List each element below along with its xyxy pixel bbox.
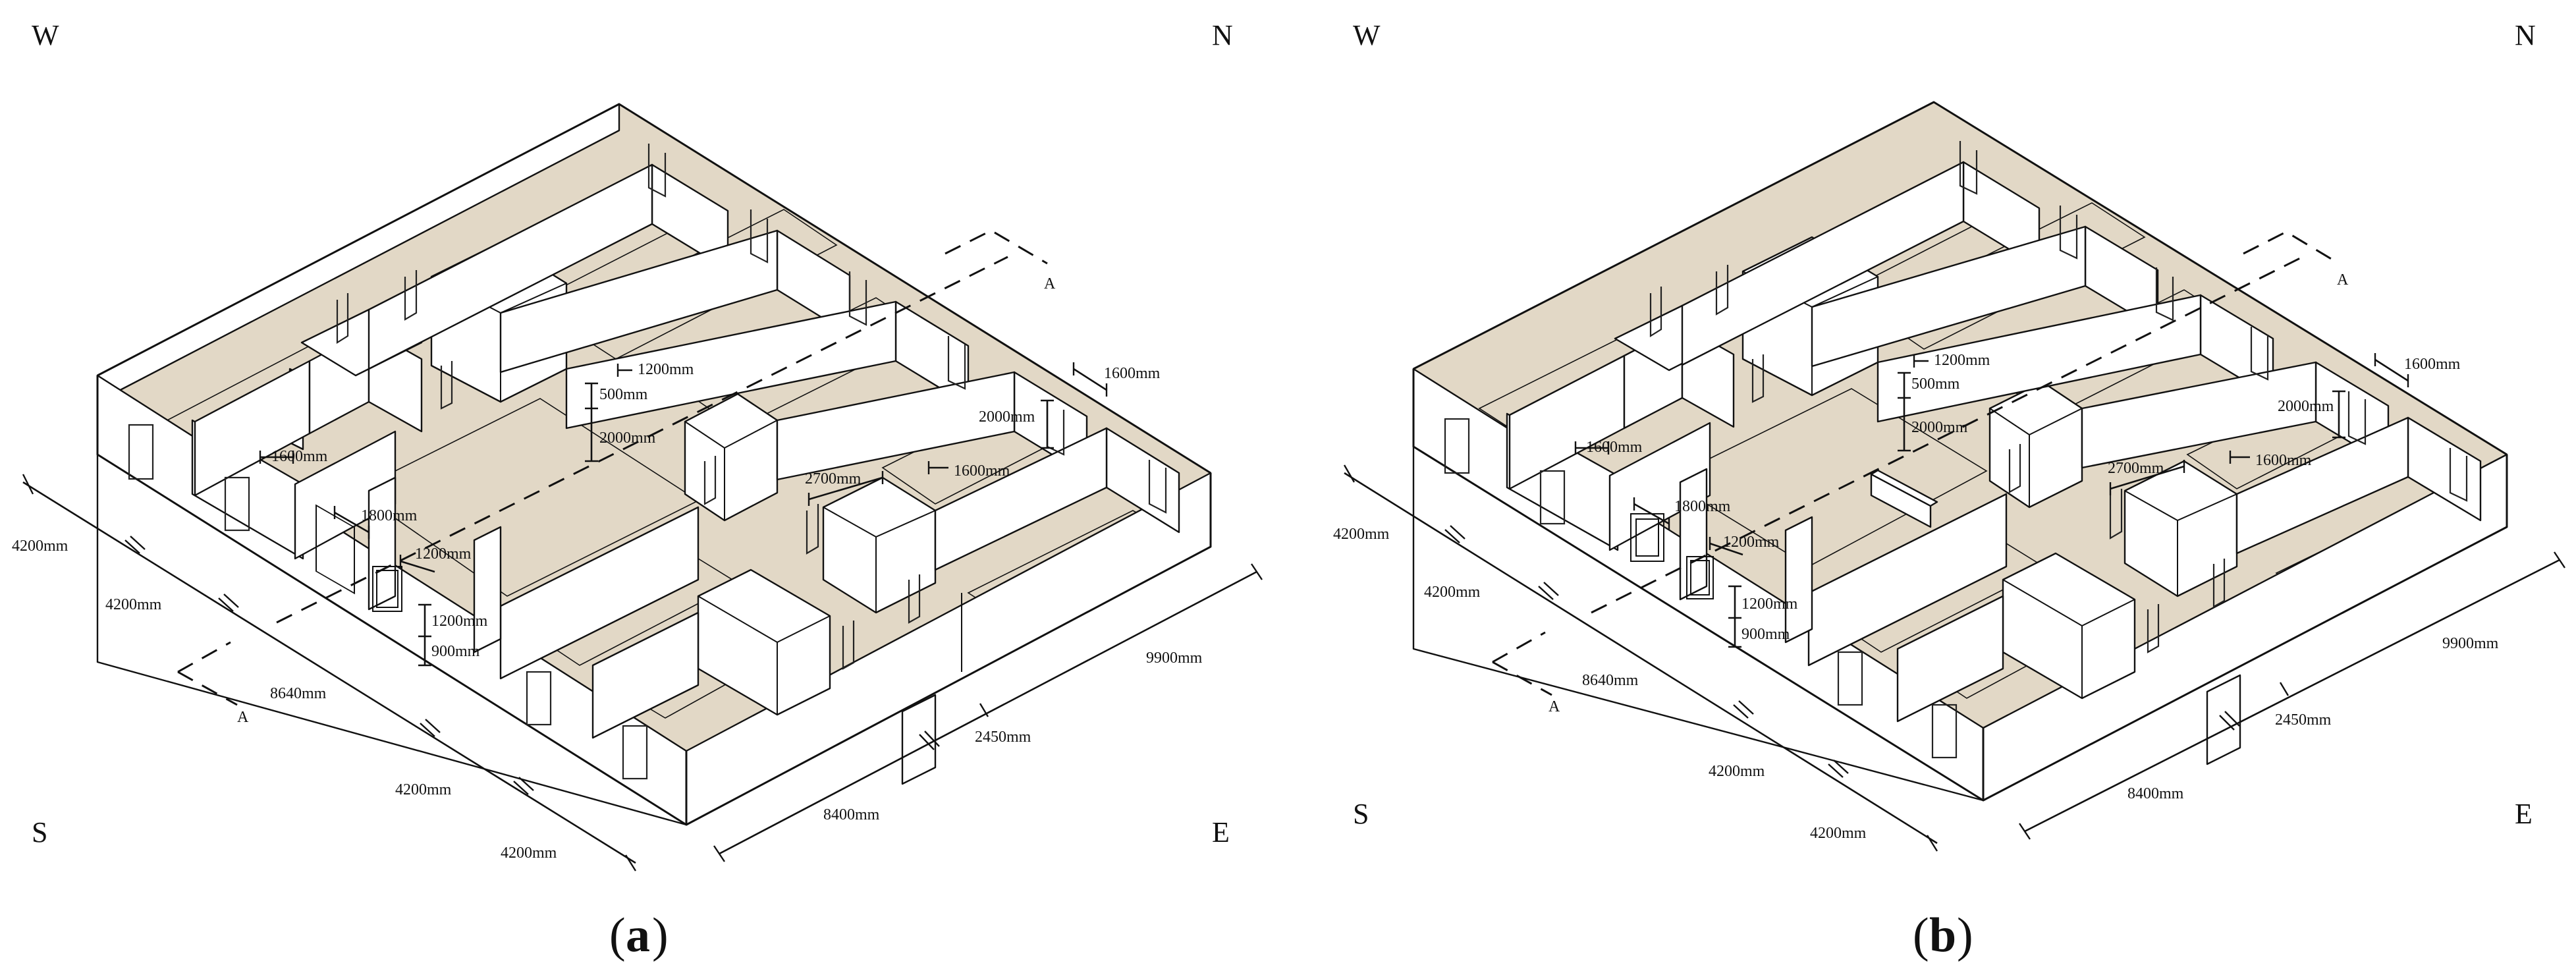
dim-south-5: 4200mm [501, 844, 557, 862]
dim-window-height-2: 1200mm [431, 613, 488, 630]
dim-room-width-1: 1600mm [1586, 439, 1643, 456]
compass-north: N [1212, 19, 1233, 51]
dim-window-width-2: 1800mm [361, 507, 418, 524]
dim-south-5: 4200mm [1810, 825, 1867, 842]
dim-south-2: 4200mm [1424, 584, 1481, 601]
dim-door-height: 2000mm [979, 408, 1035, 426]
dim-room-width-2: 1600mm [1104, 365, 1161, 382]
dim-corridor-width: 2700mm [2108, 460, 2164, 477]
dim-east-2: 2450mm [2275, 711, 2332, 729]
dim-east-3: 9900mm [1146, 650, 1203, 667]
building-model-b [1412, 101, 2508, 802]
compass-south: S [1353, 798, 1369, 830]
interior-dimensions-b [1574, 353, 2409, 648]
dim-room-width-3: 1600mm [2255, 452, 2312, 469]
dim-window-width-1: 1200mm [638, 361, 694, 378]
isometric-drawing-a: W N S E [12, 19, 1263, 962]
dim-east-3: 9900mm [2442, 635, 2499, 652]
dim-south-3: 8640mm [270, 685, 327, 702]
caption-letter-a: a [626, 908, 650, 962]
dim-window-sill-1: 500mm [599, 386, 648, 403]
dim-window-sill-1: 500mm [1911, 375, 1960, 393]
compass-north: N [2515, 19, 2536, 51]
south-dimension-line-b [1343, 464, 1938, 852]
caption-open-paren: ( [1913, 908, 1929, 962]
dim-room-width-1: 1600mm [271, 448, 328, 465]
dim-window-width-2: 1800mm [1674, 498, 1731, 515]
dim-window-width-3: 1200mm [415, 545, 472, 563]
drawing-panel-a: W N S E [12, 19, 1263, 962]
dim-south-1: 4200mm [12, 538, 69, 555]
east-dimension-line-b [2019, 551, 2565, 840]
section-label-north: A [2337, 271, 2349, 289]
dim-window-height-1: 2000mm [1911, 419, 1968, 436]
dim-east-1: 8400mm [823, 806, 880, 823]
isometric-drawing-b: W N S E [1333, 19, 2565, 962]
compass-east: E [2515, 798, 2533, 830]
compass-south: S [32, 816, 47, 848]
dim-window-height-1: 2000mm [599, 429, 656, 447]
dim-window-sill-2: 900mm [1741, 626, 1790, 643]
dim-south-1: 4200mm [1333, 526, 1390, 543]
dim-window-width-1: 1200mm [1934, 352, 1990, 369]
compass-west: W [32, 19, 59, 51]
dim-room-width-3: 1600mm [954, 462, 1010, 480]
dim-window-height-2: 1200mm [1741, 595, 1798, 613]
dim-south-3: 8640mm [1582, 672, 1639, 689]
compass-west: W [1353, 19, 1381, 51]
dim-east-2: 2450mm [975, 729, 1031, 746]
section-label-north: A [1044, 275, 1056, 292]
caption-letter-b: b [1929, 908, 1956, 962]
dim-south-4: 4200mm [1709, 763, 1765, 780]
south-dimension-line-a [22, 474, 637, 872]
drawing-panel-b: W N S E [1288, 0, 2576, 969]
interior-dimensions-a [259, 362, 1108, 667]
caption-open-paren: ( [609, 908, 626, 962]
compass-east: E [1212, 816, 1230, 848]
dim-corridor-width: 2700mm [805, 470, 862, 487]
dim-south-4: 4200mm [395, 781, 452, 798]
dim-window-sill-2: 900mm [431, 643, 480, 660]
section-label-south: A [237, 709, 249, 726]
building-model-a [96, 103, 1212, 826]
dim-window-width-3: 1200mm [1723, 534, 1780, 551]
dim-south-2: 4200mm [105, 596, 162, 613]
dim-east-1: 8400mm [2127, 785, 2184, 802]
dim-room-width-2: 1600mm [2404, 356, 2461, 373]
dim-door-height: 2000mm [2278, 398, 2334, 415]
east-dimension-line-a [713, 563, 1263, 862]
section-label-south: A [1548, 698, 1560, 715]
caption-close-paren: ) [652, 908, 669, 962]
caption-close-paren: ) [1957, 908, 1973, 962]
